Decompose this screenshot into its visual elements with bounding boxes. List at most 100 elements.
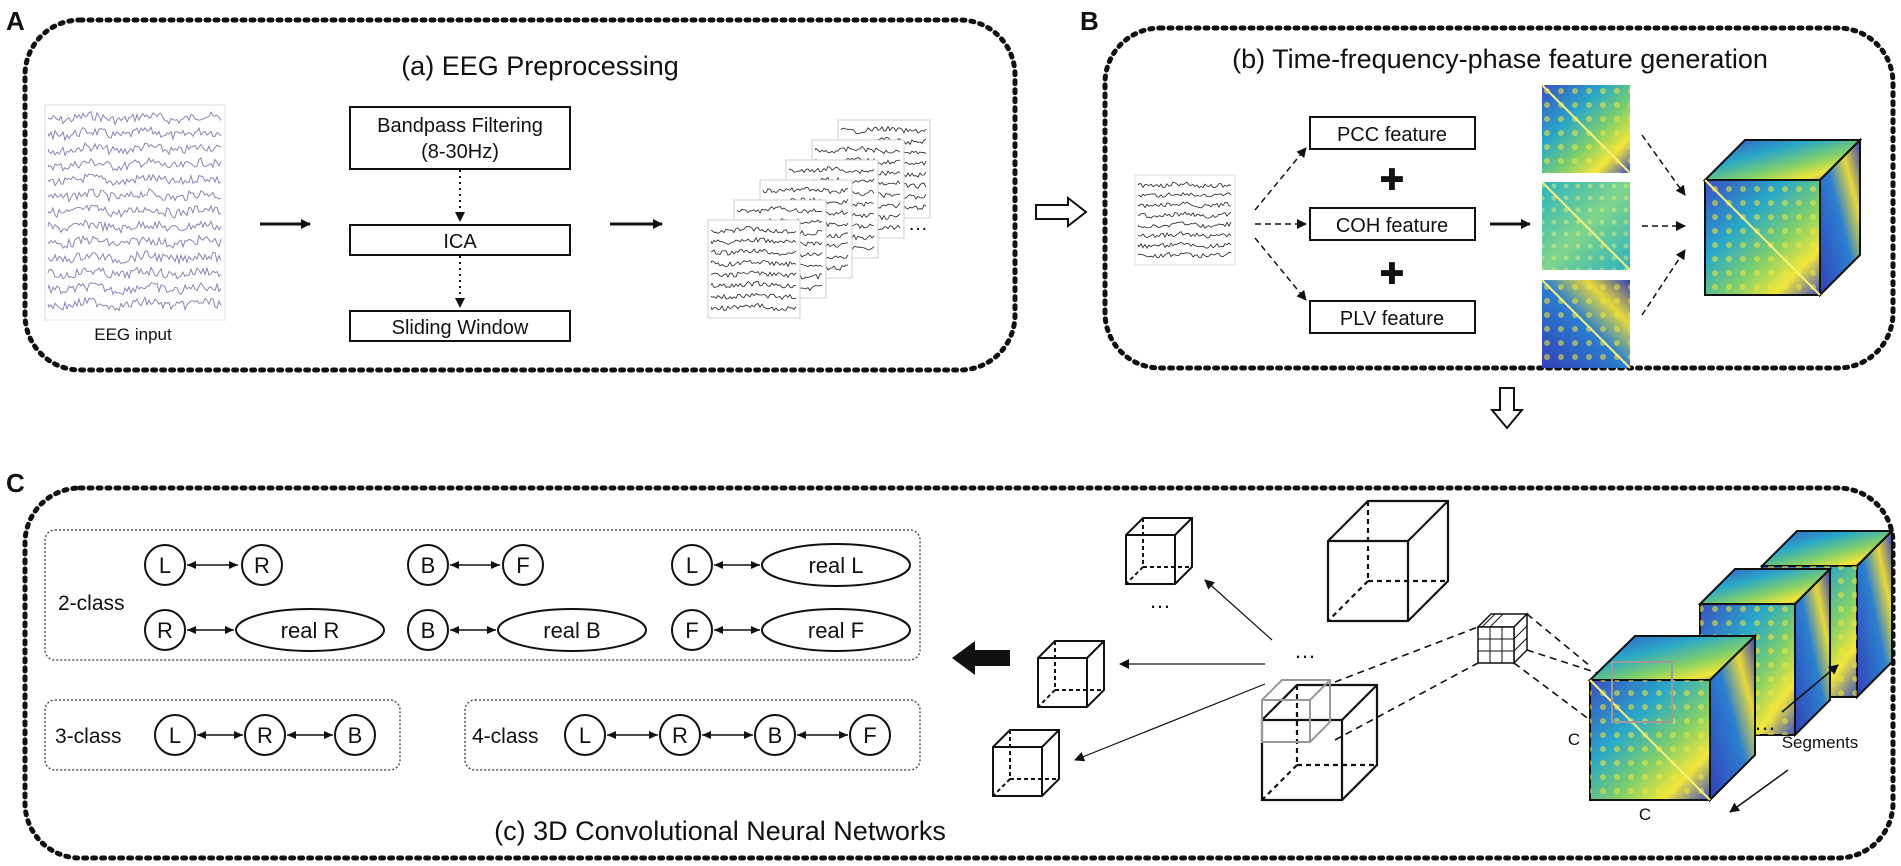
coh-feature-box [1309, 207, 1476, 241]
svg-text:L: L [169, 723, 181, 748]
eeg-trace-line [47, 157, 222, 172]
three-class-label: 3-class [55, 725, 122, 748]
eeg-input-traces [47, 110, 222, 312]
arrow-cnn-to-classes [952, 641, 1010, 675]
svg-text:L: L [159, 553, 171, 578]
pcc-feature-label: PCC feature [1337, 124, 1447, 146]
eeg-trace-line [47, 110, 222, 126]
pair-l-real-l: L real L [671, 543, 911, 587]
panel-letter-b: B [1080, 6, 1099, 36]
eeg-trace-line [1137, 201, 1232, 209]
eeg-trace-line [47, 204, 222, 219]
panel-a-title: (a) EEG Preprocessing [401, 51, 679, 81]
eeg-trace-line [1137, 221, 1232, 229]
eeg-trace-line [1137, 231, 1232, 239]
eeg-trace-line [710, 292, 797, 300]
segment-eeg-signal [1134, 174, 1236, 266]
eeg-trace-line [710, 248, 797, 256]
panel-a-frame [22, 17, 1018, 373]
arrow-pcc-to-cube [1641, 134, 1686, 196]
eeg-input-signal [44, 104, 226, 321]
eeg-trace-line [47, 281, 222, 296]
eeg-trace-line [47, 125, 222, 142]
bandpass-label: Bandpass Filtering [377, 115, 543, 137]
svg-text:F: F [863, 723, 876, 748]
svg-text:R: R [157, 618, 173, 643]
pair-l-r: L R [144, 544, 283, 586]
ica-box [349, 224, 571, 256]
segment-eeg-traces [1137, 181, 1232, 259]
plv-feature-box [1309, 300, 1476, 334]
eeg-trace-line [47, 188, 222, 204]
eeg-trace-line [1137, 211, 1232, 219]
plv-feature-label: PLV feature [1340, 308, 1444, 330]
svg-text:B: B [348, 723, 363, 748]
receptive-field-cube [1261, 679, 1331, 743]
eeg-trace-line [1137, 192, 1232, 198]
arrow-to-plv [1254, 237, 1307, 301]
conv-kernel-grid [1476, 612, 1529, 665]
pair-r-real-r: R real R [144, 608, 385, 652]
plv-matrix-heatmap [1541, 279, 1631, 369]
eeg-trace-line [710, 226, 797, 234]
svg-text:B: B [421, 553, 436, 578]
arrow-b-to-c [1489, 387, 1525, 430]
eeg-trace-line [710, 236, 797, 245]
ica-label: ICA [443, 231, 477, 253]
output-cube-bottom [992, 729, 1060, 797]
svg-text:R: R [672, 723, 688, 748]
svg-text:F: F [685, 618, 698, 643]
coh-feature-label: COH feature [1336, 215, 1448, 237]
arrow-to-pcc [1254, 147, 1307, 211]
eeg-trace-line [47, 219, 222, 234]
pcc-matrix-heatmap [1541, 84, 1631, 174]
eeg-trace-line [47, 250, 222, 265]
feature-cube [1702, 137, 1863, 298]
eeg-trace-line [1137, 242, 1232, 249]
conv-volume-back [1326, 499, 1450, 623]
segments-label: Segments [1782, 733, 1859, 752]
panel-c-frame [22, 485, 1896, 861]
kernel-connection-lines [1334, 613, 1651, 741]
eeg-trace-line [47, 266, 222, 280]
svg-text:real F: real F [808, 618, 864, 643]
pair-b-f: B F [407, 544, 544, 586]
eeg-trace-line [710, 259, 797, 268]
svg-text:R: R [257, 723, 273, 748]
eeg-trace-line [762, 186, 849, 195]
eeg-trace-line [47, 173, 222, 187]
plus-icon-2: ✚ [1379, 258, 1404, 291]
four-class-chain: L R B F [564, 714, 891, 756]
pair-f-real-f: F real F [671, 608, 911, 652]
eeg-trace-line [788, 166, 875, 175]
svg-text:R: R [254, 553, 270, 578]
svg-text:L: L [579, 723, 591, 748]
segments-arrow-up [1781, 664, 1839, 713]
eeg-trace-line [47, 234, 222, 250]
svg-text:real B: real B [543, 618, 600, 643]
svg-text:B: B [421, 618, 436, 643]
eeg-trace-line [710, 281, 797, 289]
eeg-trace-line [736, 205, 823, 214]
arrow-conv-to-bottom [1074, 683, 1266, 762]
output-cube-top [1125, 517, 1193, 585]
plus-icon: ✚ [1379, 164, 1404, 197]
conv-volume-front [1260, 683, 1379, 802]
eeg-trace-line [47, 296, 222, 312]
svg-text:real R: real R [281, 618, 340, 643]
svg-text:real L: real L [808, 553, 863, 578]
four-class-group [464, 699, 921, 771]
eeg-trace-line [710, 303, 797, 311]
dimension-c-vertical: C [1568, 730, 1580, 749]
panel-letter-a: A [6, 6, 25, 36]
pair-b-real-b: B real B [407, 608, 647, 652]
segments-ellipsis: … [908, 213, 928, 235]
svg-text:F: F [516, 553, 529, 578]
three-class-chain: L R B [154, 714, 376, 756]
segments-arrow-down [1729, 769, 1789, 813]
eeg-trace-line [814, 145, 901, 155]
panel-b-title: (b) Time-frequency-phase feature generat… [1232, 44, 1768, 74]
two-class-group [44, 529, 921, 661]
eeg-trace-line [840, 125, 927, 134]
bandpass-range-label: (8-30Hz) [421, 141, 499, 163]
